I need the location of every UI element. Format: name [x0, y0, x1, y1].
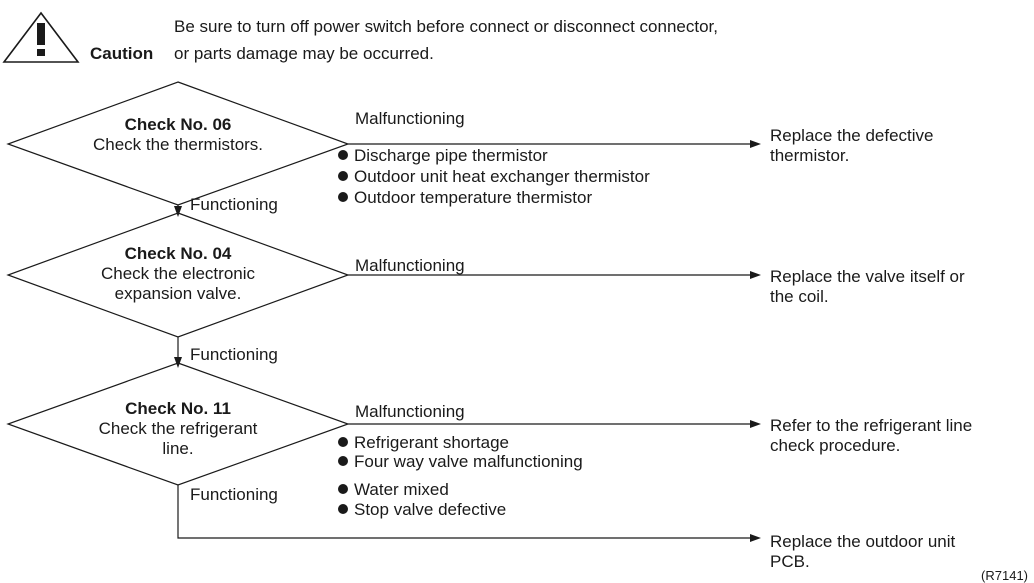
check-04-fail-label: Malfunctioning — [355, 256, 465, 275]
exclamation-triangle-icon — [2, 11, 80, 63]
check-11-causes: Refrigerant shortage Four way valve malf… — [338, 433, 583, 519]
check-11-title: Check No. 11 — [125, 399, 231, 418]
check-06-fail-label: Malfunctioning — [355, 109, 465, 128]
check-06-pass-arrowhead — [174, 206, 182, 217]
check-04-result-line2: the coil. — [770, 287, 829, 306]
check-06-pass-label: Functioning — [190, 195, 278, 214]
check-06-result-line1: Replace the defective — [770, 126, 934, 145]
check-04-title: Check No. 04 — [125, 244, 232, 263]
check-06-title: Check No. 06 — [125, 115, 232, 134]
cause-item: Stop valve defective — [354, 500, 506, 519]
bullet-icon — [338, 150, 348, 160]
bullet-icon — [338, 504, 348, 514]
cause-item: Outdoor temperature thermistor — [354, 188, 592, 207]
final-result: Replace the outdoor unit PCB. — [770, 532, 956, 571]
check-04-fail-arrowhead — [750, 271, 761, 279]
check-11-pass-label: Functioning — [190, 485, 278, 504]
check-11-desc-line2: line. — [162, 439, 193, 458]
caution-block: Caution Be sure to turn off power switch… — [2, 11, 718, 63]
check-11-result-line2: check procedure. — [770, 436, 900, 455]
check-11-fail-arrowhead — [750, 420, 761, 428]
cause-item: Discharge pipe thermistor — [354, 146, 548, 165]
bullet-icon — [338, 484, 348, 494]
check-04-desc-line2: expansion valve. — [115, 284, 242, 303]
check-06-result-line2: thermistor. — [770, 146, 849, 165]
check-06-block: Check No. 06 Check the thermistors. Malf… — [6, 81, 934, 217]
check-11-pass-arrowhead — [750, 534, 761, 542]
bullet-icon — [338, 437, 348, 447]
caution-text-line1: Be sure to turn off power switch before … — [174, 17, 718, 36]
check-11-block: Check No. 11 Check the refrigerant line.… — [6, 362, 972, 542]
check-06-desc: Check the thermistors. — [93, 135, 263, 154]
check-11-desc-line1: Check the refrigerant — [99, 419, 258, 438]
final-result-line2: PCB. — [770, 552, 810, 571]
check-11-fail-label: Malfunctioning — [355, 402, 465, 421]
caution-label: Caution — [90, 44, 153, 63]
check-04-block: Check No. 04 Check the electronic expans… — [6, 212, 965, 368]
cause-item: Four way valve malfunctioning — [354, 452, 583, 471]
check-11-pass-line — [177, 485, 752, 539]
bullet-icon — [338, 456, 348, 466]
check-04-result-line1: Replace the valve itself or — [770, 267, 965, 286]
check-06-fail-arrowhead — [750, 140, 761, 148]
bullet-icon — [338, 171, 348, 181]
figure-reference: (R7141) — [981, 568, 1028, 583]
caution-text-line2: or parts damage may be occurred. — [174, 44, 434, 63]
check-04-desc-line1: Check the electronic — [101, 264, 256, 283]
check-04-pass-label: Functioning — [190, 345, 278, 364]
final-result-line1: Replace the outdoor unit — [770, 532, 956, 551]
check-06-causes: Discharge pipe thermistor Outdoor unit h… — [338, 146, 650, 207]
check-11-result-line1: Refer to the refrigerant line — [770, 416, 972, 435]
cause-item: Water mixed — [354, 480, 449, 499]
cause-item: Outdoor unit heat exchanger thermistor — [354, 167, 650, 186]
cause-item: Refrigerant shortage — [354, 433, 509, 452]
bullet-icon — [338, 192, 348, 202]
